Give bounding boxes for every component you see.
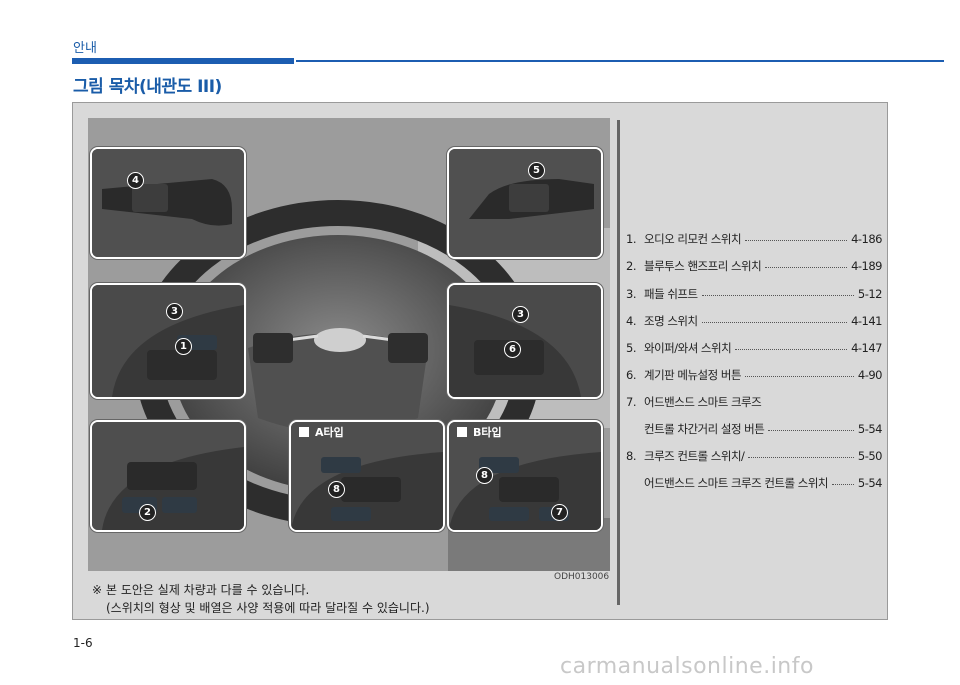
type-a-square-icon	[299, 427, 309, 437]
type-a-tag: A타입	[299, 424, 344, 440]
leader-dots	[831, 484, 854, 485]
leader-dots	[701, 322, 848, 323]
list-item: 4. 조명 스위치 4-141	[626, 314, 882, 328]
leader-dots	[701, 295, 854, 296]
badge-3-left: 3	[166, 303, 183, 320]
leader-dots	[745, 376, 854, 377]
badge-1: 1	[175, 338, 192, 355]
type-b-label: B타입	[473, 426, 502, 439]
list-item: 6. 계기판 메뉴설정 버튼 4-90	[626, 368, 883, 382]
header-rule-thick	[72, 58, 294, 64]
figure-code: ODH013006	[554, 572, 610, 582]
callout-cruise-type-b	[447, 420, 603, 532]
callout-cruise-type-a	[289, 420, 445, 532]
column-divider	[617, 120, 620, 605]
leader-dots	[768, 430, 854, 431]
badge-5: 5	[528, 162, 545, 179]
leader-dots	[735, 349, 848, 350]
watermark: carmanualsonline.info	[560, 654, 814, 679]
note-line-2: (스위치의 형상 및 배열은 사양 적용에 따라 달라질 수 있습니다.)	[106, 601, 430, 615]
type-b-tag: B타입	[457, 424, 502, 440]
badge-8-a: 8	[328, 481, 345, 498]
page-number: 1-6	[73, 636, 93, 650]
page-title: 그림 목차(내관도 III)	[73, 77, 222, 97]
list-item: 5. 와이퍼/와셔 스위치 4-147	[626, 341, 882, 355]
badge-8-b: 8	[476, 467, 493, 484]
figure-note: ※본 도안은 실제 차량과 다를 수 있습니다. (스위치의 형상 및 배열은 …	[92, 581, 430, 617]
list-item: 컨트롤 차간거리 설정 버튼 5-54	[644, 422, 883, 436]
leader-dots	[748, 457, 854, 458]
section-label: 안내	[73, 41, 97, 56]
list-item: 8. 크루즈 컨트롤 스위치/ 5-50	[626, 449, 883, 463]
callout-wiper-switch	[447, 147, 603, 259]
badge-7: 7	[551, 504, 568, 521]
header-rule-thin	[296, 60, 944, 62]
badge-4: 4	[127, 172, 144, 189]
badge-3-right: 3	[512, 306, 529, 323]
type-a-label: A타입	[315, 426, 344, 439]
list-item: 7. 어드밴스드 스마트 크루즈	[626, 395, 762, 409]
callout-audio-bluetooth	[90, 420, 246, 532]
note-symbol: ※	[92, 583, 103, 597]
list-item: 3. 패들 쉬프트 5-12	[626, 287, 883, 301]
callout-light-switch	[90, 147, 246, 259]
badge-6: 6	[504, 341, 521, 358]
callout-right-spoke	[447, 283, 603, 399]
list-item: 1. 오디오 리모컨 스위치 4-186	[626, 232, 882, 246]
leader-dots	[765, 267, 848, 268]
type-b-square-icon	[457, 427, 467, 437]
list-item: 2. 블루투스 핸즈프리 스위치 4-189	[626, 259, 882, 273]
list-item: 어드밴스드 스마트 크루즈 컨트롤 스위치 5-54	[644, 476, 883, 490]
callout-left-spoke	[90, 283, 246, 399]
badge-2: 2	[139, 504, 156, 521]
leader-dots	[745, 240, 848, 241]
note-line-1: 본 도안은 실제 차량과 다를 수 있습니다.	[106, 583, 310, 597]
